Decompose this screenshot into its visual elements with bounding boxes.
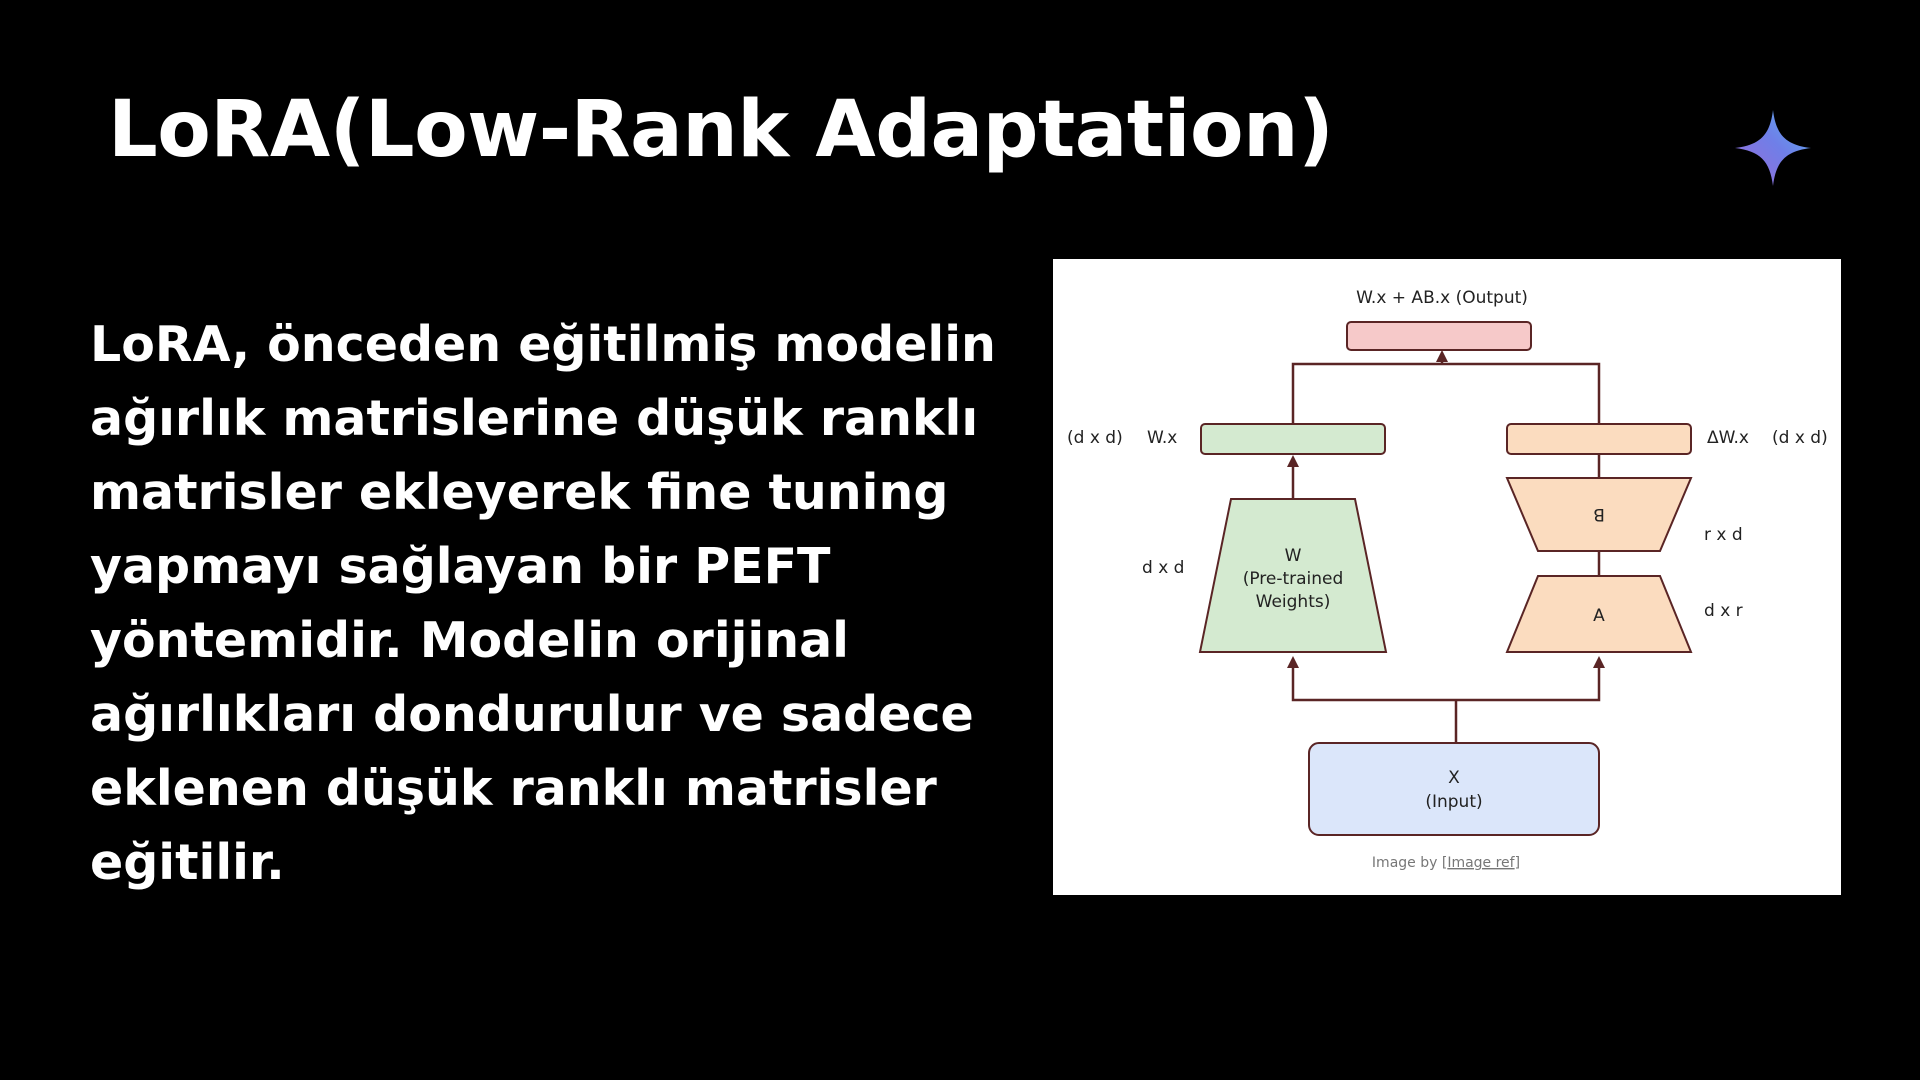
input-label-text: (Input) [1425,792,1482,812]
image-caption: Image by [Image ref] [1372,855,1520,871]
lora-diagram-figure: W.x + AB.x (Output) (d x d) W.x ΔW.x (d … [1053,259,1841,895]
image-ref-link[interactable]: Image ref [1447,855,1515,871]
w-dim-label: d x d [1142,558,1184,578]
w-block-line3: Weights) [1256,592,1331,612]
output-box [1346,321,1532,351]
wx-label: W.x [1147,428,1177,448]
a-block-label: A [1593,606,1605,626]
arrow-head-output [1436,350,1448,362]
output-label: W.x + AB.x (Output) [1356,288,1528,308]
arrow-head-input-a [1593,656,1605,668]
delta-wx-box [1506,423,1692,455]
w-block-title: W [1285,546,1302,566]
slide-body-text: LoRA, önceden eğitilmiş modelin ağırlık … [90,316,996,891]
input-box [1308,742,1600,836]
a-dim-label: d x r [1704,601,1743,621]
arrow-head-w [1287,455,1299,467]
slide-title: LoRA(Low-Rank Adaptation) [108,85,1334,175]
sparkle-icon [1735,110,1811,186]
w-block [1198,498,1388,653]
w-block-line2: (Pre-trained [1243,569,1344,589]
right-dim-label: (d x d) [1772,428,1828,448]
b-block [1505,477,1693,552]
b-block-label: B [1593,504,1605,524]
arrow-head-input-w [1287,656,1299,668]
a-block [1505,575,1693,653]
b-dim-label: r x d [1704,525,1743,545]
wx-box [1200,423,1386,455]
left-dim-label: (d x d) [1067,428,1123,448]
delta-wx-label: ΔW.x [1707,428,1749,448]
input-label-x: X [1448,768,1460,788]
lora-diagram: W.x + AB.x (Output) (d x d) W.x ΔW.x (d … [1067,288,1828,871]
